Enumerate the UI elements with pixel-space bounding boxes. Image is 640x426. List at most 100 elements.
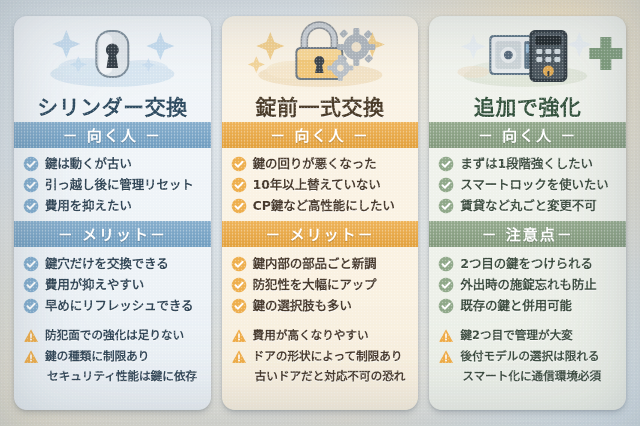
list-item: 2つ目の鍵をつけられる xyxy=(438,256,619,272)
list-spacer xyxy=(23,319,204,323)
cautions-list: 2つ目の鍵をつけられる 外出時の施錠忘れも防止 既存の鍵と併用可能 xyxy=(429,247,626,410)
list-item-label: まずは1段階強くしたい xyxy=(460,155,593,171)
list-item-label: 費用が抑えやすい xyxy=(45,276,145,292)
check-circle-icon xyxy=(23,298,39,314)
comparison-card-grid: シリンダー交換 － 向く人 － 鍵は動くが古い 引っ越し後に管理リセット xyxy=(14,16,627,410)
list-item: まずは1段階強くしたい xyxy=(438,156,619,172)
warning-item: 鍵2つ目で管理が大変 xyxy=(438,328,619,344)
list-item-label: 鍵穴だけを交換できる xyxy=(45,255,169,271)
warning-triangle-icon xyxy=(23,349,39,365)
section-band-cautions: － 注意点－ xyxy=(429,221,627,247)
footnote-label: 古いドアだと対応不可の恐れ xyxy=(254,369,406,383)
section-band-target-users: － 向く人 － xyxy=(221,122,419,148)
target-users-list: 鍵は動くが古い 引っ越し後に管理リセット 費用を抑えたい xyxy=(14,148,211,221)
list-item-label: CP鍵など高性能にしたい xyxy=(252,197,395,213)
check-circle-icon xyxy=(438,256,454,272)
list-item: 防犯性を大幅にアップ xyxy=(231,277,412,293)
section-band-merits: － メリット－ xyxy=(14,221,211,247)
warning-label: 鍵の種類に制限あり xyxy=(45,349,150,364)
merits-list: 鍵内部の部品ごと新調 防犯性を大幅にアップ 鍵の選択肢も多い xyxy=(222,247,419,410)
warning-label: ドアの形状によって制限あり xyxy=(252,349,403,364)
warning-triangle-icon xyxy=(438,328,454,344)
list-item-label: 賃貸など丸ごと変更不可 xyxy=(460,197,597,213)
footnote-item: 古いドアだと対応不可の恐れ xyxy=(231,369,412,383)
check-circle-icon xyxy=(23,256,39,272)
list-spacer xyxy=(231,319,412,323)
list-item-label: 2つ目の鍵をつけられる xyxy=(460,255,593,271)
list-item-label: 早めにリフレッシュできる xyxy=(45,297,194,313)
card-cylinder-exchange[interactable]: シリンダー交換 － 向く人 － 鍵は動くが古い 引っ越し後に管理リセット xyxy=(14,16,211,410)
merits-list: 鍵穴だけを交換できる 費用が抑えやすい 早めにリフレッシュできる xyxy=(14,247,211,410)
warning-label: 費用が高くなりやすい xyxy=(252,328,369,343)
list-item-label: 引っ越し後に管理リセット xyxy=(45,176,194,192)
footnote-label: スマート化に通信環境必須 xyxy=(462,369,602,383)
list-item-label: 鍵の回りが悪くなった xyxy=(252,155,377,171)
footnote-item: スマート化に通信環境必須 xyxy=(438,369,619,383)
check-circle-icon xyxy=(438,177,454,193)
check-circle-icon xyxy=(438,298,454,314)
section-band-label: － 向く人 － xyxy=(477,126,578,145)
list-item: 費用が抑えやすい xyxy=(23,277,204,293)
list-item: 鍵内部の部品ごと新調 xyxy=(231,256,412,272)
list-spacer xyxy=(438,319,619,323)
check-circle-icon xyxy=(231,156,247,172)
section-band-label: － メリット－ xyxy=(265,225,375,244)
card-full-lockset-exchange[interactable]: 錠前一式交換 － 向く人 － 鍵の回りが悪くなった 10年以上替えていない xyxy=(221,16,419,410)
check-circle-icon xyxy=(231,177,247,193)
check-circle-icon xyxy=(23,277,39,293)
list-item: 既存の鍵と併用可能 xyxy=(438,298,619,314)
footnote-label: セキュリティ性能は鍵に依存 xyxy=(47,369,198,383)
target-users-list: 鍵の回りが悪くなった 10年以上替えていない CP鍵など高性能にしたい xyxy=(222,148,419,221)
target-users-list: まずは1段階強くしたい スマートロックを使いたい 賃貸など丸ごと変更不可 xyxy=(429,148,626,221)
warning-item: 防犯面での強化は足りない xyxy=(23,328,204,344)
check-circle-icon xyxy=(23,156,39,172)
check-circle-icon xyxy=(23,198,39,214)
list-item-label: スマートロックを使いたい xyxy=(460,176,609,192)
list-item: 早めにリフレッシュできる xyxy=(23,298,204,314)
list-item: 鍵の選択肢も多い xyxy=(231,298,412,314)
list-item: 引っ越し後に管理リセット xyxy=(23,177,204,193)
list-item-label: 鍵の選択肢も多い xyxy=(252,297,352,313)
warning-triangle-icon xyxy=(231,328,247,344)
section-band-label: － 注意点－ xyxy=(481,225,574,244)
list-item-label: 防犯性を大幅にアップ xyxy=(252,276,377,292)
check-circle-icon xyxy=(231,298,247,314)
cylinder-lock-illustration xyxy=(14,16,211,92)
list-item: 賃貸など丸ごと変更不可 xyxy=(438,198,619,214)
check-circle-icon xyxy=(438,277,454,293)
list-item-label: 10年以上替えていない xyxy=(252,176,381,192)
list-item: 外出時の施錠忘れも防止 xyxy=(438,277,619,293)
check-circle-icon xyxy=(231,277,247,293)
section-band-label: － 向く人 － xyxy=(270,126,370,145)
warning-item: 費用が高くなりやすい xyxy=(231,328,412,344)
list-item: スマートロックを使いたい xyxy=(438,177,619,193)
list-item-label: 外出時の施錠忘れも防止 xyxy=(460,276,597,292)
section-band-target-users: － 向く人 － xyxy=(14,122,211,148)
list-item-label: 費用を抑えたい xyxy=(45,197,132,213)
warning-label: 鍵2つ目で管理が大変 xyxy=(460,328,573,343)
list-item: 鍵は動くが古い xyxy=(23,156,204,172)
warning-item: 後付モデルの選択は限れる xyxy=(438,349,619,365)
padlock-gears-illustration xyxy=(222,16,419,92)
section-band-merits: － メリット－ xyxy=(221,221,419,247)
smart-lock-plus-illustration xyxy=(429,16,626,92)
list-item: 鍵穴だけを交換できる xyxy=(23,256,204,272)
list-item: 鍵の回りが悪くなった xyxy=(231,156,412,172)
list-item: 10年以上替えていない xyxy=(231,177,412,193)
warning-triangle-icon xyxy=(231,349,247,365)
section-band-label: － メリット－ xyxy=(57,225,167,244)
card-title: シリンダー交換 xyxy=(37,96,188,120)
section-band-target-users: － 向く人 － xyxy=(429,122,627,148)
list-item: CP鍵など高性能にしたい xyxy=(231,198,412,214)
card-additional-reinforcement[interactable]: 追加で強化 － 向く人 － まずは1段階強くしたい スマートロックを使いたい xyxy=(429,16,627,410)
list-item: 費用を抑えたい xyxy=(23,198,204,214)
list-item-label: 既存の鍵と併用可能 xyxy=(460,297,572,313)
warning-item: ドアの形状によって制限あり xyxy=(231,349,412,365)
check-circle-icon xyxy=(438,156,454,172)
warning-label: 後付モデルの選択は限れる xyxy=(460,349,600,364)
list-item-label: 鍵内部の部品ごと新調 xyxy=(252,255,377,271)
warning-triangle-icon xyxy=(23,328,39,344)
check-circle-icon xyxy=(23,177,39,193)
check-circle-icon xyxy=(231,198,247,214)
